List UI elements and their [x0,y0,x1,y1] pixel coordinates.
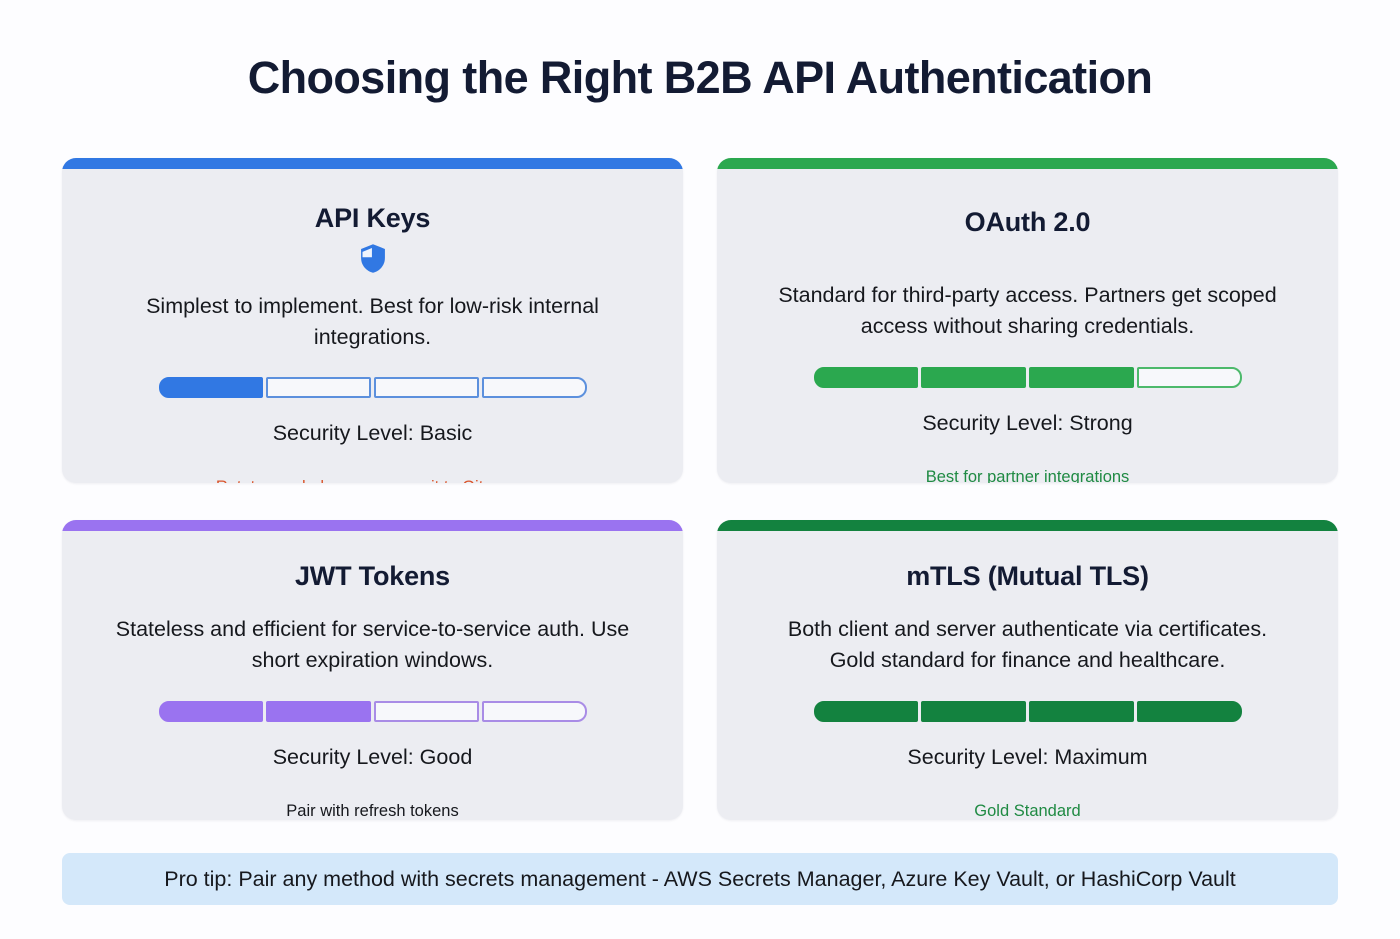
security-meter [813,701,1242,723]
meter-segment [813,701,919,723]
security-meter [158,377,587,399]
meter-segment [158,377,264,399]
card-accent-bar [62,158,683,169]
security-level-label: Security Level: Basic [272,421,473,446]
card-description: Stateless and efficient for service-to-s… [115,617,630,672]
security-level-label: Security Level: Good [272,745,473,770]
auth-method-card-jwt[interactable]: JWT Tokens Stateless and efficient for s… [62,520,683,820]
card-accent-bar [62,520,683,531]
auth-method-card-mtls[interactable]: mTLS (Mutual TLS) Both client and server… [717,520,1338,820]
page-title: Choosing the Right B2B API Authenticatio… [247,52,1153,103]
meter-segment [481,377,587,399]
auth-method-card-grid: API Keys Simplest to implement. Best for… [62,158,1338,820]
card-note: Best for partner integrations [925,468,1130,483]
meter-segment [813,367,919,389]
security-meter [158,701,587,723]
card-title: API Keys [314,203,431,233]
card-note: Rotate regularly, never commit to Git re… [216,477,529,483]
meter-segment [266,377,371,399]
card-title: mTLS (Mutual TLS) [906,561,1149,591]
meter-segment [921,701,1026,723]
card-title: OAuth 2.0 [964,207,1091,237]
auth-method-card-api-keys[interactable]: API Keys Simplest to implement. Best for… [62,158,683,483]
meter-segment [266,701,371,723]
card-accent-bar [717,158,1338,169]
security-meter [813,367,1242,389]
meter-segment [1029,701,1134,723]
meter-segment [374,701,479,723]
card-note: Gold Standard [974,802,1081,820]
meter-segment [481,701,587,723]
card-accent-bar [717,520,1338,531]
meter-segment [1136,367,1242,389]
meter-segment [1029,367,1134,389]
meter-segment [158,701,264,723]
pro-tip-banner: Pro tip: Pair any method with secrets ma… [62,853,1338,905]
meter-segment [1136,701,1242,723]
auth-method-card-oauth[interactable]: OAuth 2.0 Standard for third-party acces… [717,158,1338,483]
security-level-label: Security Level: Maximum [907,745,1148,770]
shield-icon [358,243,388,274]
meter-segment [374,377,479,399]
card-description: Standard for third-party access. Partner… [778,283,1277,338]
card-description: Both client and server authenticate via … [787,617,1268,672]
security-level-label: Security Level: Strong [922,411,1133,436]
meter-segment [921,367,1026,389]
card-description: Simplest to implement. Best for low-risk… [146,294,599,349]
card-note: Pair with refresh tokens [286,802,459,820]
card-title: JWT Tokens [294,561,451,591]
